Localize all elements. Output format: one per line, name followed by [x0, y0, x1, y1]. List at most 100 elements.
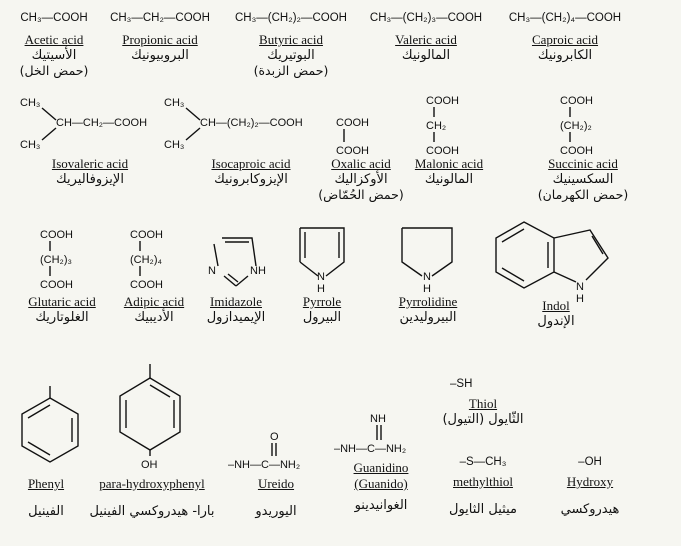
arabic-name: الكابرونيك	[537, 48, 593, 63]
arabic-note: (حمض الكهرمان)	[537, 187, 629, 202]
english-name: Phenyl	[27, 476, 65, 491]
ureido-structure: O –NH—C—NH₂	[228, 431, 300, 471]
benzene-ring	[21, 397, 79, 463]
ureido-label: Ureido اليوريدو	[240, 476, 312, 519]
bond	[41, 127, 57, 141]
english-name: Acetic acid	[24, 32, 84, 47]
english-name-alt: (Guanido)	[354, 476, 408, 491]
nh-top: NH	[370, 413, 386, 425]
formula: –SH	[450, 378, 473, 390]
ring	[401, 227, 453, 277]
guanidino-structure: NH –NH—C—NH₂	[334, 413, 406, 455]
english-name: Succinic acid	[548, 156, 618, 171]
ch2-2: (CH₂)₂	[560, 120, 592, 132]
acetic-acid: CH₃—COOH Acetic acid الأسيتيك (حمض الخل)	[8, 12, 100, 78]
english-name: Pyrrole	[302, 294, 342, 309]
arabic-name: بارا- هيدروكسي الفينيل	[89, 504, 215, 519]
pyrrole-label: Pyrrole البيرول	[284, 294, 360, 325]
formula: CH₃—CH₂—COOH	[110, 12, 210, 24]
ureido-formula: –NH—C—NH₂	[228, 459, 300, 471]
pyrrole-structure: N H	[299, 227, 345, 295]
arabic-name: الإيميدازول	[206, 310, 266, 325]
english-name: methylthiol	[453, 474, 513, 489]
hydroxy: –OH Hydroxy هيدروكسي	[552, 456, 628, 517]
cooh-bottom: COOH	[560, 145, 593, 157]
ch2-4: (CH₂)₄	[130, 254, 162, 266]
indol-label: Indol الإندول	[516, 298, 596, 329]
arabic-name: الأسيتيك	[31, 48, 77, 63]
isocaproic-structure: CH₃ CH—(CH₂)₂—COOH CH₃	[164, 97, 303, 151]
arabic-name: الغلوتاريك	[35, 310, 89, 325]
cooh-bottom: COOH	[130, 279, 163, 291]
arabic-name: السكسينيك	[552, 172, 614, 187]
arabic-note: (حمض الخل)	[19, 63, 89, 78]
bond	[223, 275, 237, 287]
english-name: Valeric acid	[395, 32, 457, 47]
ch3-bottom: CH₃	[20, 139, 40, 151]
indol-structure: N H	[495, 221, 609, 305]
propionic-acid: CH₃—CH₂—COOH Propionic acid البروبيونيك	[100, 12, 220, 63]
cooh-top: COOH	[130, 229, 163, 241]
glutaric-structure: COOH (CH₂)₃ COOH	[40, 229, 73, 291]
phenyl-label: Phenyl الفينيل	[8, 476, 84, 519]
n-left: N	[208, 265, 216, 277]
cooh-top: COOH	[560, 95, 593, 107]
parahydroxyphenyl-structure: OH	[119, 364, 181, 471]
ring	[213, 237, 257, 267]
chain: CH—(CH₂)₂—COOH	[200, 117, 303, 129]
arabic-name: المالونيك	[401, 48, 451, 63]
english-name: Ureido	[257, 476, 295, 491]
double-bond	[227, 273, 239, 283]
arabic-name: الأوكزاليك	[334, 172, 388, 187]
succinic-structure: COOH (CH₂)₂ COOH	[560, 95, 593, 157]
valeric-acid: CH₃—(CH₂)₃—COOH Valeric acid المالونيك	[358, 12, 494, 63]
pyrrole-ring	[553, 229, 609, 281]
cooh-top: COOH	[40, 229, 73, 241]
butyric-acid: CH₃—(CH₂)₂—COOH Butyric acid البوتيريك (…	[222, 12, 360, 78]
oxalic-structure: COOH COOH	[336, 117, 369, 157]
n-atom: N	[423, 271, 431, 283]
isocaproic-label: Isocaproic acid الإيزوكابرونيك	[176, 156, 326, 187]
arabic-name: الإندول	[537, 314, 575, 329]
formula: –S—CH₃	[459, 456, 507, 468]
ch2-3: (CH₂)₃	[40, 254, 72, 266]
double-bond	[149, 384, 171, 398]
double-bond	[591, 235, 604, 255]
benzene-ring	[495, 221, 555, 289]
english-name: Hydroxy	[566, 474, 614, 489]
glutaric-label: Glutaric acid الغلوتاريك	[12, 294, 112, 325]
oxalic-label: Oxalic acid الأوكزاليك (حمض الحُمّاض)	[316, 156, 406, 202]
arabic-name: الأديبيك	[134, 310, 174, 325]
ch2: CH₂	[426, 120, 446, 132]
bond	[185, 127, 201, 141]
oh: OH	[141, 459, 158, 471]
h-atom: H	[317, 283, 325, 295]
cooh-top: COOH	[426, 95, 459, 107]
arabic-name: المالونيك	[424, 172, 474, 187]
english-name: Imidazole	[210, 294, 262, 309]
english-name: Isovaleric acid	[51, 156, 129, 171]
english-name: Thiol	[468, 396, 498, 411]
phenyl-structure	[21, 386, 79, 463]
english-name: Butyric acid	[259, 32, 323, 47]
methylthiol: –S—CH₃ methylthiol ميثيل الثايول	[438, 456, 528, 517]
arabic-name: الإيزوكابرونيك	[214, 172, 288, 187]
bond	[235, 275, 249, 287]
cooh-bottom: COOH	[426, 145, 459, 157]
arabic-name: الإيزوفاليريك	[56, 172, 124, 187]
pyrrolidine-label: Pyrrolidine البيروليدين	[380, 294, 476, 325]
imidazole-structure: N NH	[208, 237, 266, 287]
n-atom: N	[317, 271, 325, 283]
arabic-name: ميثيل الثايول	[449, 502, 517, 517]
bond	[185, 107, 201, 121]
ch3-top: CH₃	[164, 97, 184, 109]
succinic-label: Succinic acid السكسينيك (حمض الكهرمان)	[528, 156, 638, 202]
double-bond	[501, 228, 525, 243]
arabic-name: اليوريدو	[255, 504, 297, 519]
chain: CH—CH₂—COOH	[56, 117, 147, 129]
h-atom: H	[576, 293, 584, 305]
caproic-acid: CH₃—(CH₂)₄—COOH Caproic acid الكابرونيك	[496, 12, 634, 63]
malonic-label: Malonic acid المالونيك	[404, 156, 494, 187]
bond	[41, 107, 57, 121]
parahydroxyphenyl-label: para-hydroxyphenyl بارا- هيدروكسي الفيني…	[82, 476, 222, 519]
